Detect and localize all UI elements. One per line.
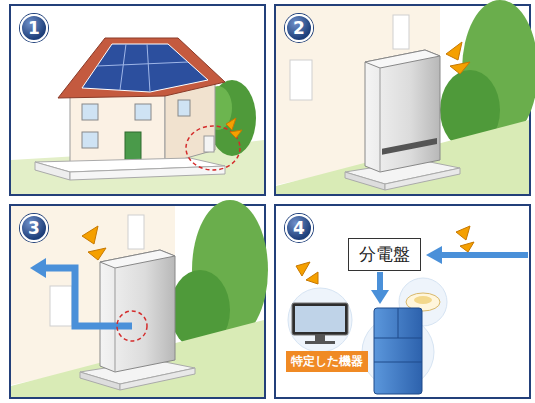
callout-number: 4 [285,214,313,242]
callout-number-text: 1 [28,18,40,38]
callout-number: 2 [285,14,313,42]
house-scene [11,38,264,194]
panel-frames [10,5,530,398]
callout-number: 3 [20,214,48,242]
battery-scene [276,0,535,194]
appliance-tag-text: 特定した機器 [291,353,363,370]
appliance-tag: 特定した機器 [286,351,368,372]
distribution-board-box: 分電盤 [348,238,421,271]
callout-number-text: 4 [293,218,305,238]
callout-number: 1 [20,14,48,42]
discharge-scene [11,200,268,397]
distribution-board-box-text: 分電盤 [359,243,410,266]
callout-number-text: 2 [293,18,305,38]
callout-number-text: 3 [28,218,40,238]
